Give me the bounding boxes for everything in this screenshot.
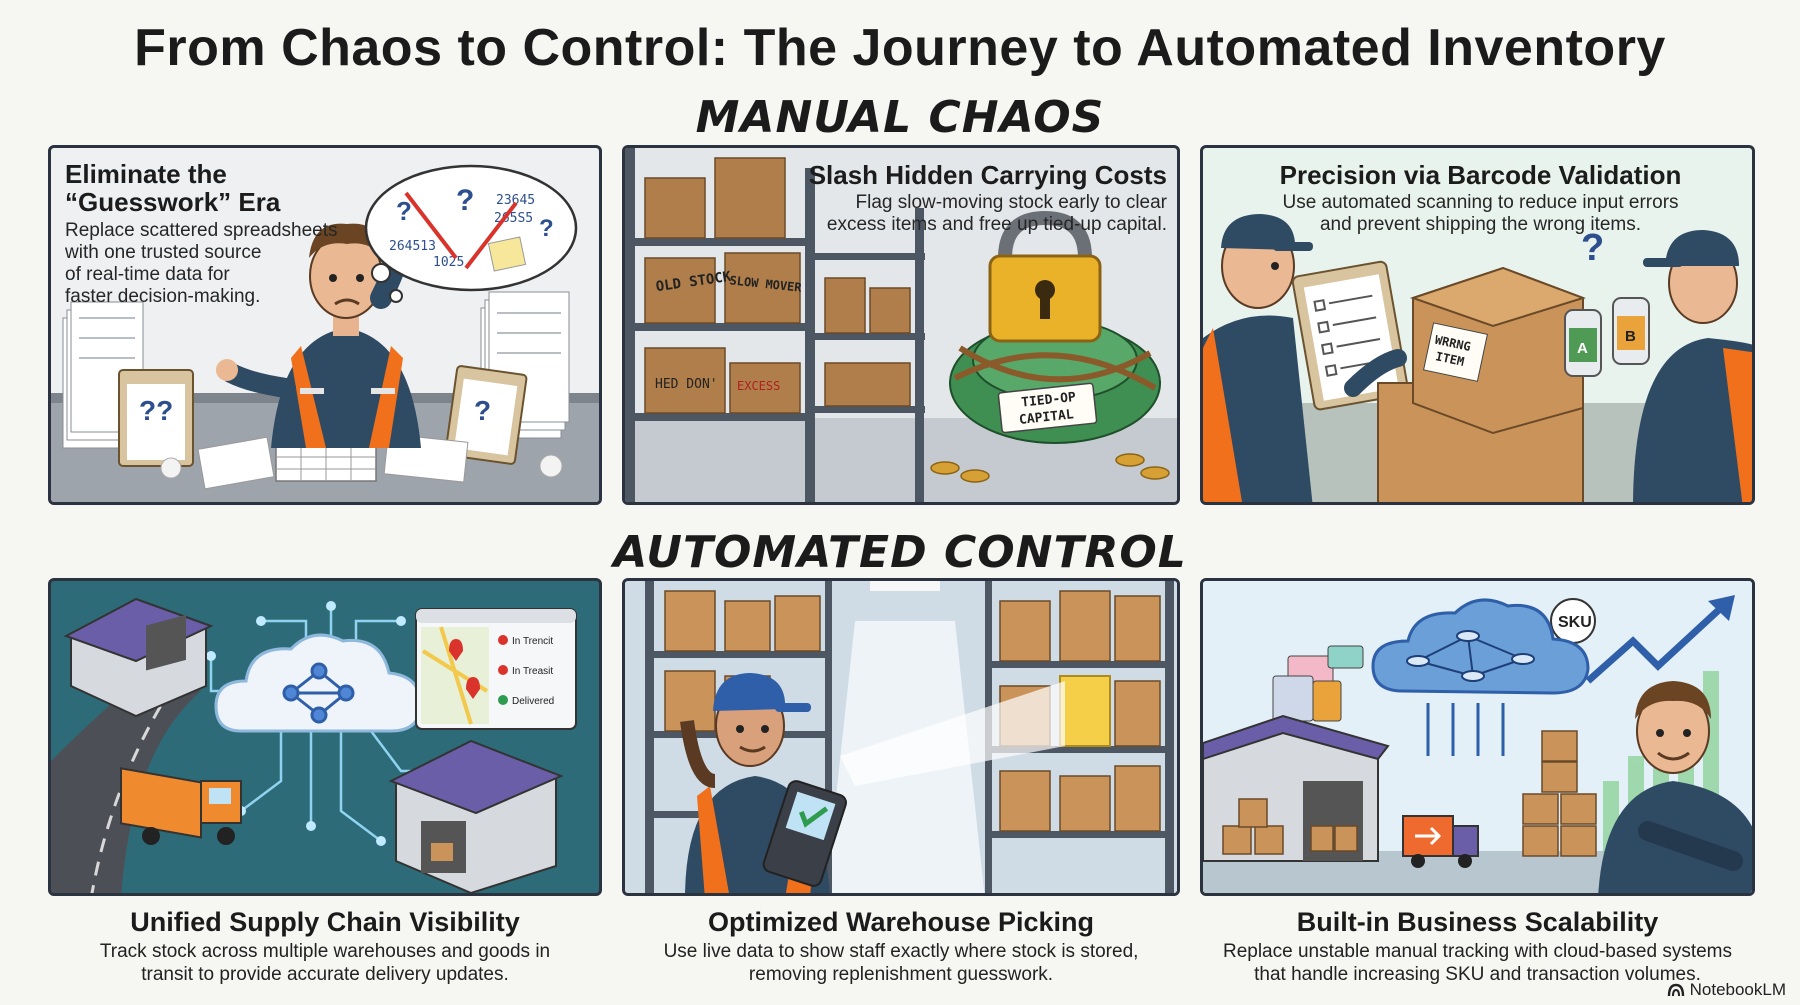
panel-illustration-barcode: WRRNG ITEM ? A B <box>1203 214 1752 502</box>
box-label-line2: ITEM <box>1434 349 1465 369</box>
panel-business-scalability: SKU <box>1200 578 1755 896</box>
panel-eliminate-guesswork: ?? ? ? ? ? 23645 <box>48 145 602 505</box>
bottle-label-b: B <box>1625 328 1636 345</box>
status-in-transit-2: In Treasit <box>512 666 553 677</box>
section-title-automated: AUTOMATED CONTROL <box>613 527 1187 578</box>
svg-text:??: ?? <box>139 395 173 426</box>
panel-body: Use automated scanning to reduce input e… <box>1282 192 1679 235</box>
panel-illustration-carrying-costs: OLD STOCK SLOW MOVER HED DON' EXCESS TIE… <box>625 148 1177 502</box>
caption-body: Use live data to show staff exactly wher… <box>663 941 1139 985</box>
panel-warehouse-picking <box>622 578 1180 896</box>
bottle-label-a: A <box>1577 340 1588 357</box>
page-title: From Chaos to Control: The Journey to Au… <box>134 19 1666 77</box>
sku-badge: SKU <box>1558 614 1592 631</box>
panel-carrying-costs: OLD STOCK SLOW MOVER HED DON' EXCESS TIE… <box>622 145 1180 505</box>
panel-title: Precision via Barcode Validation <box>1279 160 1682 190</box>
panel-barcode-validation: WRRNG ITEM ? A B Precision via Barcode V… <box>1200 145 1755 505</box>
thought-number-1: 23645 <box>496 193 535 208</box>
svg-text:?: ? <box>474 395 491 426</box>
box-label-excess: EXCESS <box>737 379 780 393</box>
money-tag-line2: CAPITAL <box>1018 407 1074 428</box>
panel-illustration-supply-chain: In Trencit In Treasit Delivered <box>51 581 599 893</box>
thought-number-3: 264513 <box>389 239 436 254</box>
svg-text:?: ? <box>539 215 554 242</box>
svg-text:?: ? <box>456 184 474 217</box>
caption-body: Replace unstable manual tracking with cl… <box>1222 941 1733 985</box>
caption-body: Track stock across multiple warehouses a… <box>99 941 551 985</box>
thought-number-4: 1025 <box>433 255 464 270</box>
panel-body: Flag slow-moving stock early to clear ex… <box>826 192 1167 235</box>
panel-supply-chain-visibility: In Trencit In Treasit Delivered <box>48 578 602 896</box>
brand-name: NotebookLM <box>1689 980 1786 999</box>
section-title-manual: MANUAL CHAOS <box>695 92 1105 143</box>
svg-text:?: ? <box>1581 227 1604 269</box>
box-label-hed-don: HED DON' <box>655 377 718 392</box>
money-tag-line1: TIED-OP <box>1021 390 1077 411</box>
panel-title: Slash Hidden Carrying Costs <box>808 160 1167 190</box>
panel-title: Eliminate the “Guesswork” Era <box>65 159 281 217</box>
thought-number-2: 265S5 <box>494 211 533 226</box>
status-in-transit-1: In Trencit <box>512 636 553 647</box>
panel-illustration-scalability: SKU <box>1203 581 1752 893</box>
panel-illustration-picking <box>625 581 1177 893</box>
caption-title: Optimized Warehouse Picking <box>707 907 1095 937</box>
panel-body: Replace scattered spreadsheets with one … <box>65 220 338 307</box>
caption-title: Built-in Business Scalability <box>1296 907 1659 937</box>
svg-text:?: ? <box>396 196 412 226</box>
status-delivered: Delivered <box>512 696 554 707</box>
brand-mark: NotebookLM <box>1667 980 1786 1000</box>
notebooklm-logo-icon <box>1667 983 1684 997</box>
panel-illustration-guesswork: ?? ? ? ? ? 23645 <box>51 164 599 502</box>
caption-title: Unified Supply Chain Visibility <box>130 907 520 937</box>
